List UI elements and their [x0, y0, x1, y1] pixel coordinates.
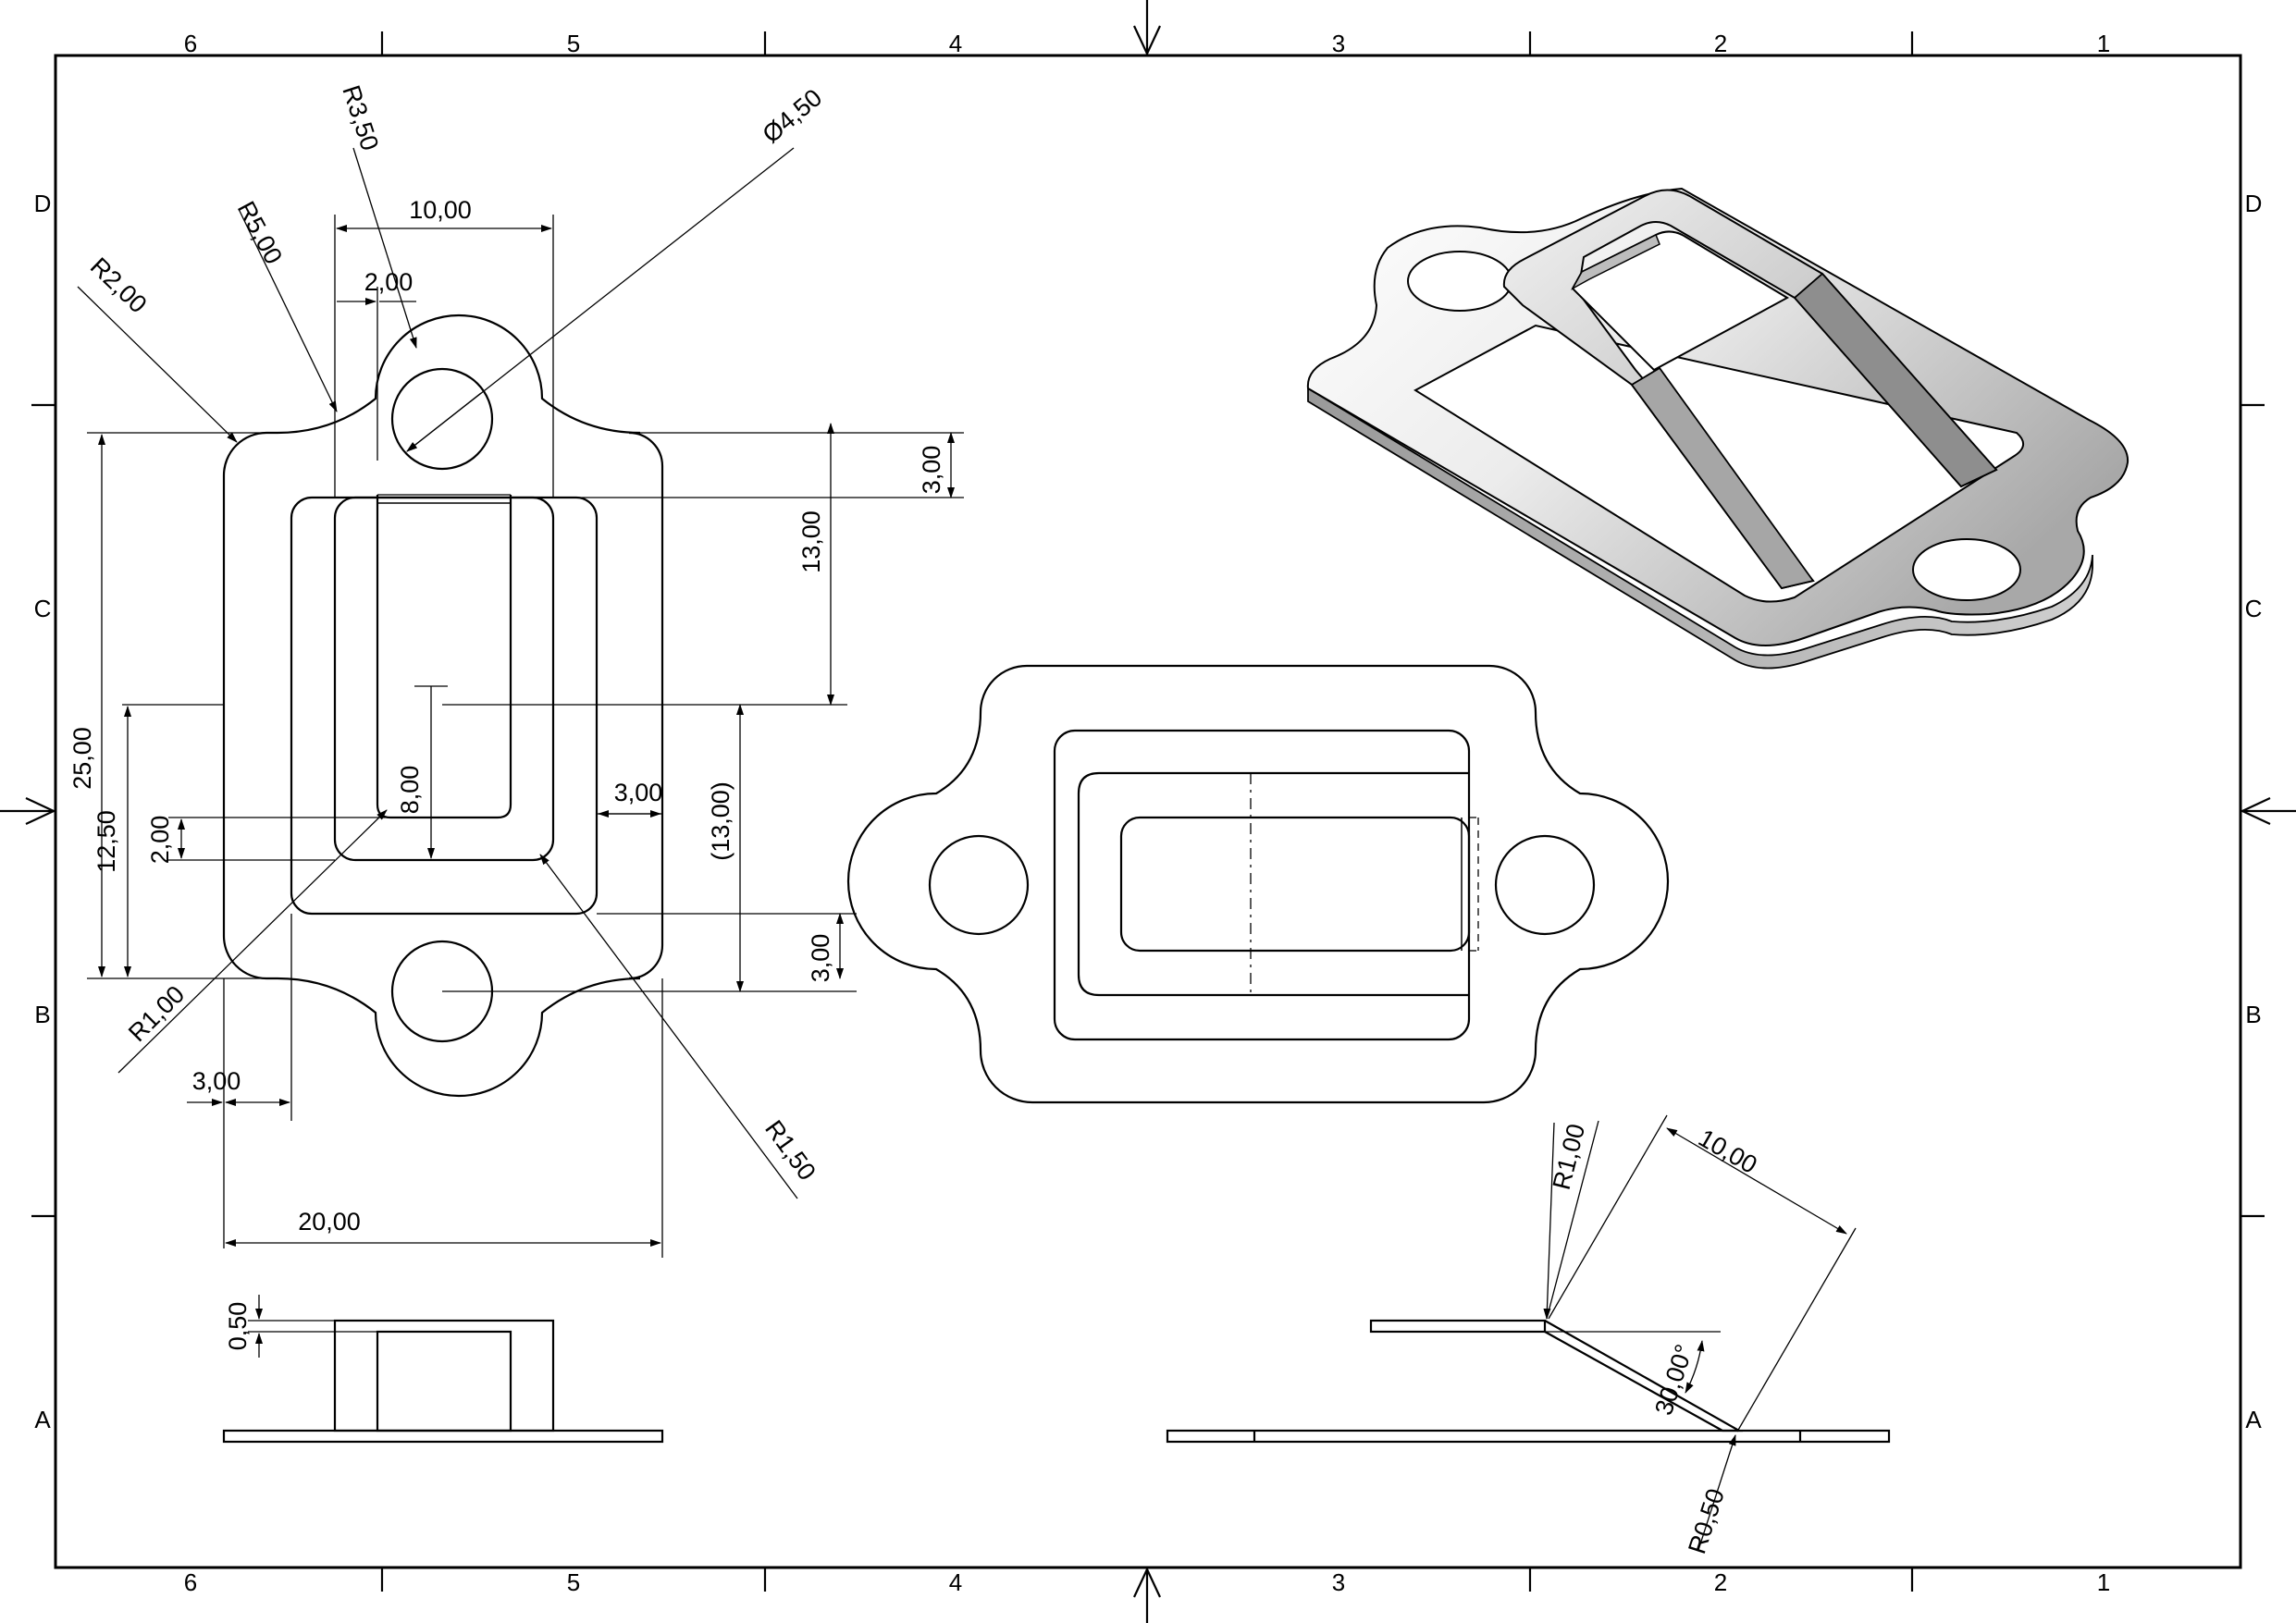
- zone-row-label-right: C: [2245, 595, 2263, 622]
- zone-column-label-bottom: 3: [1332, 1568, 1345, 1596]
- zone-row-label-left: B: [34, 1001, 50, 1028]
- dim-height-25-00: 25,00: [68, 727, 96, 790]
- zone-column-label-top: 4: [949, 30, 962, 57]
- center-mark-bottom: [1133, 1567, 1161, 1623]
- dim-r3-50: R3,50: [337, 82, 384, 154]
- dim-r2-00: R2,00: [85, 252, 153, 319]
- dim-length-10-00-side: 10,00: [1694, 1124, 1762, 1179]
- edge-view: [222, 1295, 664, 1444]
- zone-row-label-right: B: [2245, 1001, 2261, 1028]
- top-view: [846, 664, 1670, 1104]
- dim-width-3-00-right: 3,00: [614, 779, 663, 806]
- dim-height-3-00-bottom: 3,00: [807, 934, 834, 983]
- zone-row-label-left: D: [34, 190, 52, 217]
- zone-row-label-right: D: [2245, 190, 2263, 217]
- zone-column-label-top: 1: [2097, 30, 2110, 57]
- center-mark-top: [1133, 0, 1161, 56]
- zone-column-label-top: 3: [1332, 30, 1345, 57]
- dim-width-2-00-top: 2,00: [364, 268, 414, 296]
- dim-height-13-00: 13,00: [797, 510, 825, 573]
- zone-column-label-bottom: 2: [1714, 1568, 1727, 1596]
- zone-column-label-bottom: 5: [567, 1568, 580, 1596]
- dim-width-20-00: 20,00: [298, 1208, 361, 1236]
- center-mark-left: [0, 797, 56, 825]
- iso-edge: [1307, 387, 2093, 670]
- center-mark-right: [2240, 797, 2296, 825]
- side-view: [1166, 1114, 1891, 1551]
- zone-column-label-bottom: 4: [949, 1568, 962, 1596]
- zone-column-label-bottom: 1: [2097, 1568, 2110, 1596]
- zone-column-label-bottom: 6: [184, 1568, 197, 1596]
- zone-row-label-left: A: [34, 1406, 51, 1433]
- dim-height-2-00: 2,00: [146, 816, 174, 865]
- dim-diameter-4-50: Ø4,50: [758, 83, 828, 148]
- dim-width-3-00-left: 3,00: [192, 1067, 241, 1095]
- isometric-view: [1306, 187, 2129, 670]
- zone-column-label-top: 2: [1714, 30, 1727, 57]
- dim-height-8-00: 8,00: [396, 766, 424, 815]
- dim-thickness-0-50: 0,50: [224, 1302, 252, 1351]
- dim-r1-00-left: R1,00: [123, 980, 190, 1047]
- zone-row-label-right: A: [2245, 1406, 2262, 1433]
- zone-row-label-left: C: [34, 595, 52, 622]
- dim-r5-00: R5,00: [232, 197, 288, 269]
- window-outer: [290, 496, 599, 916]
- dim-width-10-00: 10,00: [409, 196, 472, 224]
- iso-hole-top: [1407, 251, 1512, 312]
- dim-height-13-00-reference: (13,00): [707, 781, 734, 861]
- dim-r1-50: R1,50: [759, 1115, 821, 1186]
- zone-column-label-top: 5: [567, 30, 580, 57]
- dim-height-3-00-top: 3,00: [918, 446, 945, 495]
- dim-r0-50: R0,50: [1683, 1485, 1730, 1557]
- flap-outline: [333, 496, 555, 862]
- dim-height-12-50: 12,50: [93, 810, 120, 873]
- front-view-dimensions: [77, 147, 964, 1258]
- front-view: [222, 314, 664, 1098]
- gasket-outline-top-view: [846, 664, 1670, 1104]
- bolt-hole-top: [390, 367, 494, 471]
- iso-hole-bottom: [1912, 538, 2021, 601]
- zone-column-label-top: 6: [184, 30, 197, 57]
